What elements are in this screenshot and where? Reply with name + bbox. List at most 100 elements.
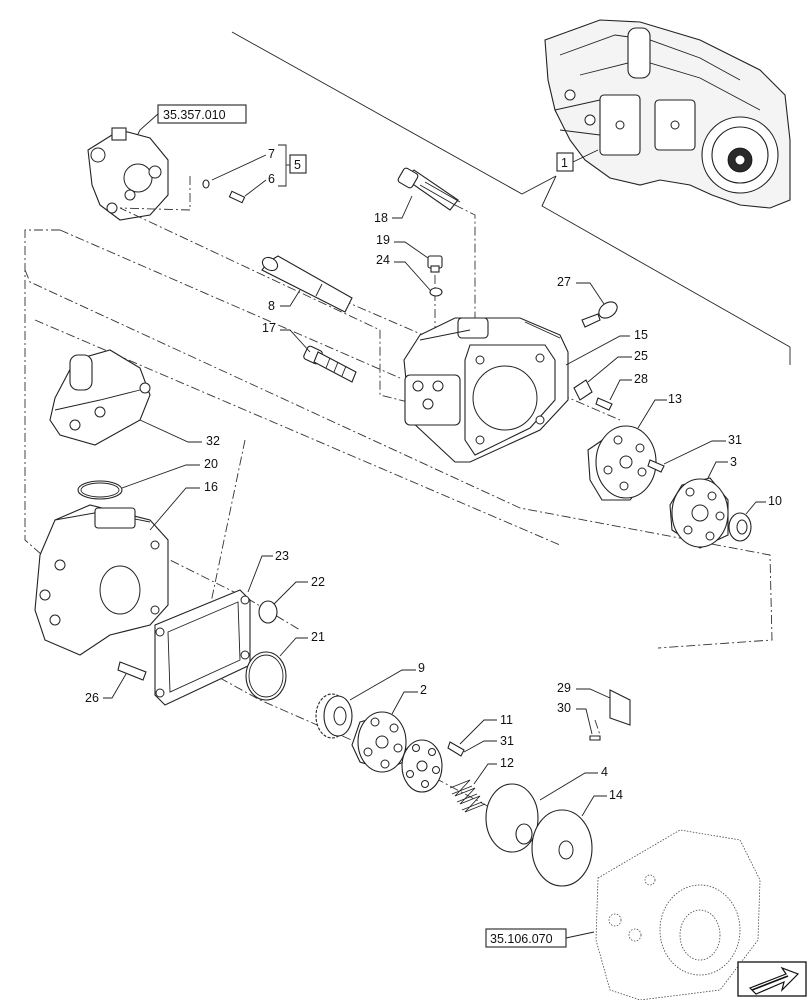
port-plate-13 [587, 425, 657, 501]
control-cover-32 [49, 349, 151, 446]
svg-text:2: 2 [420, 683, 427, 697]
svg-text:23: 23 [275, 549, 289, 563]
callout-29: 29 [557, 681, 611, 699]
o-ring-20 [77, 480, 123, 500]
svg-text:28: 28 [634, 372, 648, 386]
screw-30 [589, 735, 601, 741]
svg-text:1: 1 [561, 156, 568, 170]
callout-23: 23 [247, 549, 289, 593]
svg-text:13: 13 [668, 392, 682, 406]
callout-3: 3 [707, 455, 737, 479]
svg-text:6: 6 [268, 172, 275, 186]
svg-text:27: 27 [557, 275, 571, 289]
svg-text:18: 18 [374, 211, 388, 225]
cylinder-block-3 [669, 477, 729, 549]
plate-14 [531, 809, 593, 887]
callout-1: 1 [556, 149, 599, 172]
gear-9 [315, 693, 353, 739]
o-ring-21 [245, 651, 287, 701]
svg-text:14: 14 [609, 788, 623, 802]
callout-27: 27 [557, 275, 605, 305]
callout-group-5: 5 7 6 [211, 144, 307, 197]
callout-18: 18 [374, 195, 413, 225]
callout-30: 30 [557, 701, 593, 735]
callout-22: 22 [273, 575, 325, 605]
svg-text:16: 16 [204, 480, 218, 494]
housing-16 [34, 504, 169, 656]
callout-9: 9 [349, 661, 425, 701]
svg-text:26: 26 [85, 691, 99, 705]
svg-text:9: 9 [418, 661, 425, 675]
svg-text:8: 8 [268, 299, 275, 313]
pin-26 [117, 661, 147, 681]
callout-2: 2 [391, 683, 427, 715]
cylinder-block-2 [351, 711, 409, 773]
callout-19: 19 [376, 233, 429, 259]
swash-plate-4 [485, 783, 539, 853]
svg-text:12: 12 [500, 756, 514, 770]
svg-text:32: 32 [206, 434, 220, 448]
svg-text:19: 19 [376, 233, 390, 247]
bolt-17 [303, 345, 357, 383]
callout-31-lower: 31 [463, 734, 514, 753]
callout-20: 20 [121, 457, 218, 489]
callout-11: 11 [459, 713, 513, 745]
callout-10: 10 [745, 494, 782, 515]
svg-text:17: 17 [262, 321, 276, 335]
svg-text:15: 15 [634, 328, 648, 342]
plug-19 [427, 255, 443, 273]
svg-text:7: 7 [268, 147, 275, 161]
ref-box-35-106-070[interactable]: 35.106.070 [485, 928, 595, 948]
callout-21: 21 [279, 630, 325, 657]
callout-4: 4 [539, 765, 608, 801]
callout-12: 12 [473, 756, 514, 785]
spring-12 [449, 779, 486, 813]
nameplate-29 [609, 689, 631, 726]
callout-26: 26 [85, 673, 127, 705]
pin-31-lower [447, 741, 465, 757]
svg-text:20: 20 [204, 457, 218, 471]
housing-35-106-070 [595, 829, 761, 1000]
svg-text:22: 22 [311, 575, 325, 589]
svg-text:35.357.010: 35.357.010 [163, 108, 226, 122]
callout-15: 15 [565, 328, 648, 366]
svg-text:31: 31 [728, 433, 742, 447]
svg-text:24: 24 [376, 253, 390, 267]
svg-text:3: 3 [730, 455, 737, 469]
svg-text:35.106.070: 35.106.070 [490, 932, 553, 946]
o-ring-22 [258, 600, 278, 624]
pin-31-upper [647, 459, 665, 473]
next-page-arrow-icon [748, 966, 800, 995]
gasket-23 [154, 589, 251, 706]
assembly-bracket-lines [231, 31, 791, 365]
pump-housing-15 [403, 317, 569, 463]
callout-25: 25 [587, 349, 648, 383]
callout-8: 8 [268, 289, 301, 313]
callout-17: 17 [262, 321, 311, 353]
svg-text:4: 4 [601, 765, 608, 779]
spline-coupling-10 [728, 512, 752, 542]
svg-text:21: 21 [311, 630, 325, 644]
ref-box-35-357-010[interactable]: 35.357.010 [134, 104, 247, 141]
callout-31-upper: 31 [663, 433, 742, 465]
svg-text:11: 11 [500, 713, 513, 727]
callout-28: 28 [609, 372, 648, 401]
eye-bolt-27 [581, 301, 618, 328]
svg-text:10: 10 [768, 494, 782, 508]
svg-text:31: 31 [500, 734, 514, 748]
svg-text:5: 5 [294, 158, 301, 172]
seal-24 [429, 287, 443, 297]
pin-7-and-6 [202, 179, 246, 204]
callout-13: 13 [637, 392, 682, 429]
complete-pump-assembly [544, 19, 791, 209]
next-page-button[interactable] [737, 961, 807, 997]
callout-16: 16 [149, 480, 218, 531]
pin-8 [261, 255, 353, 313]
bolt-18 [397, 167, 461, 211]
callout-14: 14 [581, 788, 623, 817]
plug-25 [573, 379, 593, 401]
valve-plate-11 [401, 739, 443, 793]
svg-text:25: 25 [634, 349, 648, 363]
svg-text:29: 29 [557, 681, 571, 695]
